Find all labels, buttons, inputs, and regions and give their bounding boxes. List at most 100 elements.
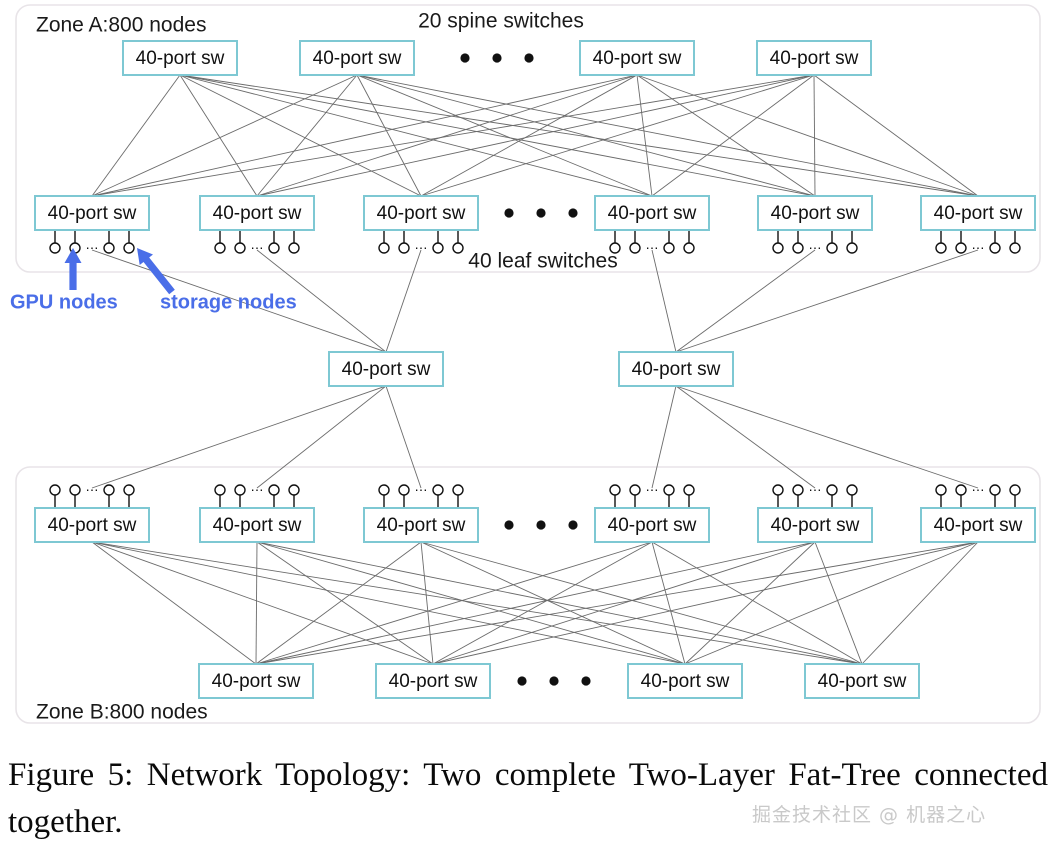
aggregation-switch-1[interactable]: 40-port sw xyxy=(618,351,734,387)
switch-box[interactable] xyxy=(920,507,1036,543)
node-circle xyxy=(826,484,838,496)
zone-a-spine-switch-1[interactable]: 40-port sw xyxy=(299,40,415,76)
node-circle xyxy=(432,242,444,254)
aggregation-zone-b-leaf-link xyxy=(675,385,816,489)
zone-a-leaf-ports-5: ⋯ xyxy=(935,230,1021,255)
aggregation-zone-b-leaf-link xyxy=(675,385,979,489)
zone-b-leaf-spine-link xyxy=(432,541,979,665)
switch-box[interactable] xyxy=(756,40,872,76)
switch-label: 40-port sw xyxy=(934,515,1023,536)
zone-b-leaf-spine-link xyxy=(255,541,422,665)
zone-a-spine-switch-3[interactable]: 40-port sw xyxy=(756,40,872,76)
zone-b-leaf-switch-5[interactable]: 40-port sw xyxy=(920,507,1036,543)
switch-box[interactable] xyxy=(363,195,479,231)
switch-box[interactable] xyxy=(328,351,444,387)
switch-label: 40-port sw xyxy=(641,671,730,692)
zone-b-leaf-spine-link xyxy=(255,541,979,665)
zone-a-spine-leaf-link xyxy=(356,74,979,197)
zone-a-leaf-aggregation-link xyxy=(675,249,979,353)
node-circle xyxy=(378,484,390,496)
switch-box[interactable] xyxy=(199,195,315,231)
switch-box[interactable] xyxy=(375,663,491,699)
switch-box[interactable] xyxy=(299,40,415,76)
switch-box[interactable] xyxy=(804,663,920,699)
zone-a-leaf-ellipsis-dot-0 xyxy=(504,208,514,218)
zone-a-leaf-aggregation-link xyxy=(256,249,387,353)
switch-box[interactable] xyxy=(579,40,695,76)
zone-a-spine-switch-0[interactable]: 40-port sw xyxy=(122,40,238,76)
zone-a-leaf-switch-5[interactable]: 40-port sw xyxy=(920,195,1036,231)
node-circle xyxy=(452,242,464,254)
node-circle xyxy=(609,242,621,254)
zone-a-spine-ellipsis-dot-0 xyxy=(460,53,470,63)
zone-a-spine-leaf-link xyxy=(813,74,979,197)
switch-box[interactable] xyxy=(618,351,734,387)
link-lines xyxy=(91,74,979,665)
zone-b-leaf-ellipsis-dot-0 xyxy=(504,520,514,530)
switch-label: 40-port sw xyxy=(48,515,137,536)
aggregation-switch-0[interactable]: 40-port sw xyxy=(328,351,444,387)
node-circle xyxy=(846,242,858,254)
zone-a-leaf-ellipsis-dot-1 xyxy=(536,208,546,218)
switch-box[interactable] xyxy=(594,195,710,231)
node-port-stubs: ⋯⋯⋯⋯⋯⋯⋯⋯⋯⋯⋯⋯ xyxy=(49,230,1021,508)
callout-annotations: GPU nodes storage nodes xyxy=(10,248,297,313)
zone-b-leaf-spine-link xyxy=(256,541,686,665)
switch-label: 40-port sw xyxy=(377,515,466,536)
zone-b-label: Zone B:800 nodes xyxy=(36,701,208,724)
zone-b-spine-switch-0[interactable]: 40-port sw xyxy=(198,663,314,699)
zone-a-spine-switch-2[interactable]: 40-port sw xyxy=(579,40,695,76)
zone-b-leaf-switch-0[interactable]: 40-port sw xyxy=(34,507,150,543)
zone-a-spine-leaf-link xyxy=(256,74,815,197)
zone-a-leaf-switch-3[interactable]: 40-port sw xyxy=(594,195,710,231)
zone-b-leaf-spine-link xyxy=(256,541,434,665)
node-circle xyxy=(663,242,675,254)
switch-label: 40-port sw xyxy=(377,203,466,224)
zone-a-leaf-ports-3: ⋯ xyxy=(609,230,695,255)
node-circle xyxy=(935,484,947,496)
gpu-nodes-label: GPU nodes xyxy=(10,291,118,313)
switch-box[interactable] xyxy=(920,195,1036,231)
node-circle xyxy=(1009,242,1021,254)
switch-box[interactable] xyxy=(199,507,315,543)
zone-b-leaf-switch-1[interactable]: 40-port sw xyxy=(199,507,315,543)
zone-b-leaf-switch-2[interactable]: 40-port sw xyxy=(363,507,479,543)
switch-box[interactable] xyxy=(594,507,710,543)
switch-box[interactable] xyxy=(198,663,314,699)
switch-label: 40-port sw xyxy=(934,203,1023,224)
node-circle xyxy=(629,242,641,254)
zone-a-leaf-switch-4[interactable]: 40-port sw xyxy=(757,195,873,231)
switch-box[interactable] xyxy=(363,507,479,543)
zone-a-leaf-switch-2[interactable]: 40-port sw xyxy=(363,195,479,231)
zone-b-leaf-switch-3[interactable]: 40-port sw xyxy=(594,507,710,543)
switch-box[interactable] xyxy=(122,40,238,76)
zone-a-leaf-ports-4: ⋯ xyxy=(772,230,858,255)
zone-b-leaf-switch-4[interactable]: 40-port sw xyxy=(757,507,873,543)
zone-a-spine-leaf-link xyxy=(636,74,816,197)
zone-b-leaf-spine-link xyxy=(420,541,863,665)
zone-b-leaf-ports-4: ⋯ xyxy=(772,482,858,508)
switch-box[interactable] xyxy=(757,507,873,543)
port-ellipsis: ⋯ xyxy=(415,482,428,497)
switch-box[interactable] xyxy=(34,507,150,543)
zone-a-leaf-switch-1[interactable]: 40-port sw xyxy=(199,195,315,231)
storage-nodes-label: storage nodes xyxy=(160,291,297,313)
switch-label: 40-port sw xyxy=(342,359,431,380)
node-circle xyxy=(398,242,410,254)
zone-a-spine-leaf-link xyxy=(636,74,653,197)
zone-a-leaf-switch-0[interactable]: 40-port sw xyxy=(34,195,150,231)
switch-box[interactable] xyxy=(757,195,873,231)
zone-b-leaf-spine-link xyxy=(684,541,979,665)
switch-box[interactable] xyxy=(34,195,150,231)
zone-b-spine-switch-1[interactable]: 40-port sw xyxy=(375,663,491,699)
port-ellipsis: ⋯ xyxy=(251,240,264,255)
figure-caption: Figure 5: Network Topology: Two complete… xyxy=(8,757,1048,840)
zone-b-spine-switch-2[interactable]: 40-port sw xyxy=(627,663,743,699)
switch-box[interactable] xyxy=(627,663,743,699)
zone-b-leaf-spine-link xyxy=(684,541,816,665)
node-circle xyxy=(663,484,675,496)
zone-a-leaf-ports-1: ⋯ xyxy=(214,230,300,255)
zone-b-spine-switch-3[interactable]: 40-port sw xyxy=(804,663,920,699)
zone-b-leaf-spine-link xyxy=(651,541,863,665)
